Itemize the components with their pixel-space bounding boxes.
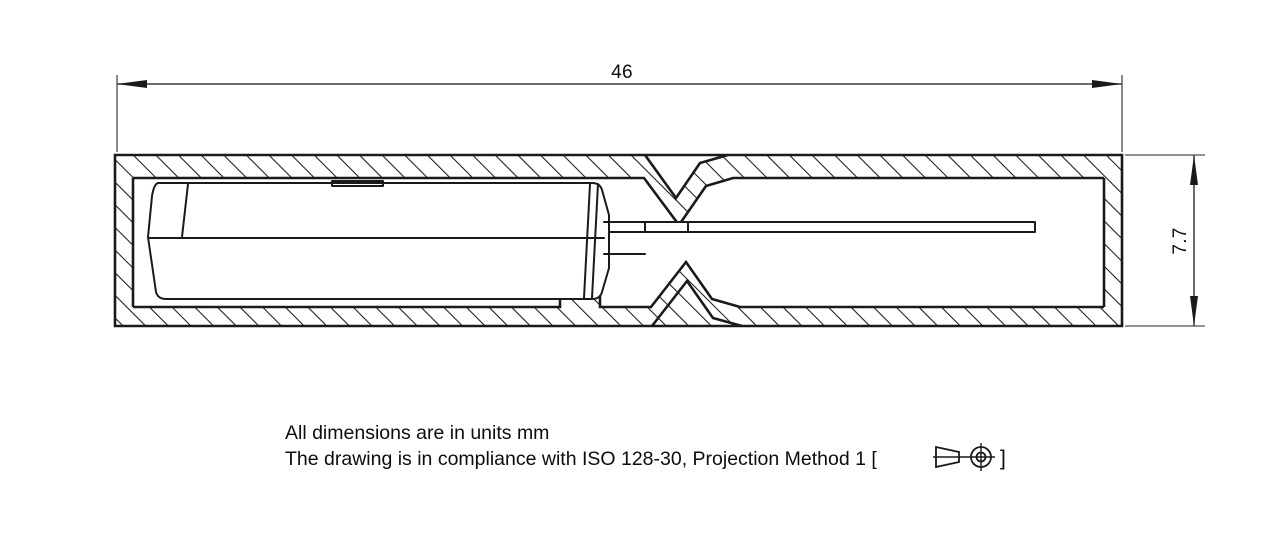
barrel-outline: [147, 182, 610, 300]
part-cross-section: [113, 153, 1124, 328]
notes-block: All dimensions are in units mm The drawi…: [285, 422, 1006, 471]
arrow-head-right: [1092, 80, 1122, 88]
first-angle-projection-symbol: [933, 443, 995, 471]
dimension-overall-length: 46: [116, 58, 1123, 152]
dimension-text-backdrop-v: [1168, 212, 1192, 270]
pinch-notch-bottom-outer: [650, 278, 743, 328]
arrow-head-top: [1190, 155, 1198, 185]
dimension-label-height: 7.7: [1170, 227, 1191, 254]
needle-outline: [608, 221, 1036, 233]
hatch-left-wall: [115, 155, 133, 326]
arrow-head-bottom: [1190, 296, 1198, 326]
note-line-units: All dimensions are in units mm: [285, 422, 549, 444]
note-line-standard: The drawing is in compliance with ISO 12…: [285, 448, 877, 470]
note-bracket-close: ]: [1000, 447, 1006, 470]
outer-housing-outline: [113, 153, 1124, 328]
syringe-barrel: [147, 180, 646, 300]
dimension-label-length: 46: [611, 62, 633, 83]
hatch-right-wall: [1104, 155, 1122, 326]
dimension-text-backdrop: [600, 58, 644, 82]
barrel-label-marking: [331, 180, 384, 187]
barrel-hub-rib-1: [583, 183, 591, 299]
symbol-frustum: [935, 445, 960, 469]
pinch-notch-top-outer: [643, 153, 729, 201]
arrow-head-left: [117, 80, 147, 88]
barrel-hub-rib-2: [591, 183, 599, 299]
dimension-overall-height: 7.7: [1125, 154, 1205, 327]
needle-shaft: [608, 221, 1036, 233]
barrel-left-rib: [181, 183, 189, 238]
cavity-boundary-top: [133, 176, 1104, 228]
